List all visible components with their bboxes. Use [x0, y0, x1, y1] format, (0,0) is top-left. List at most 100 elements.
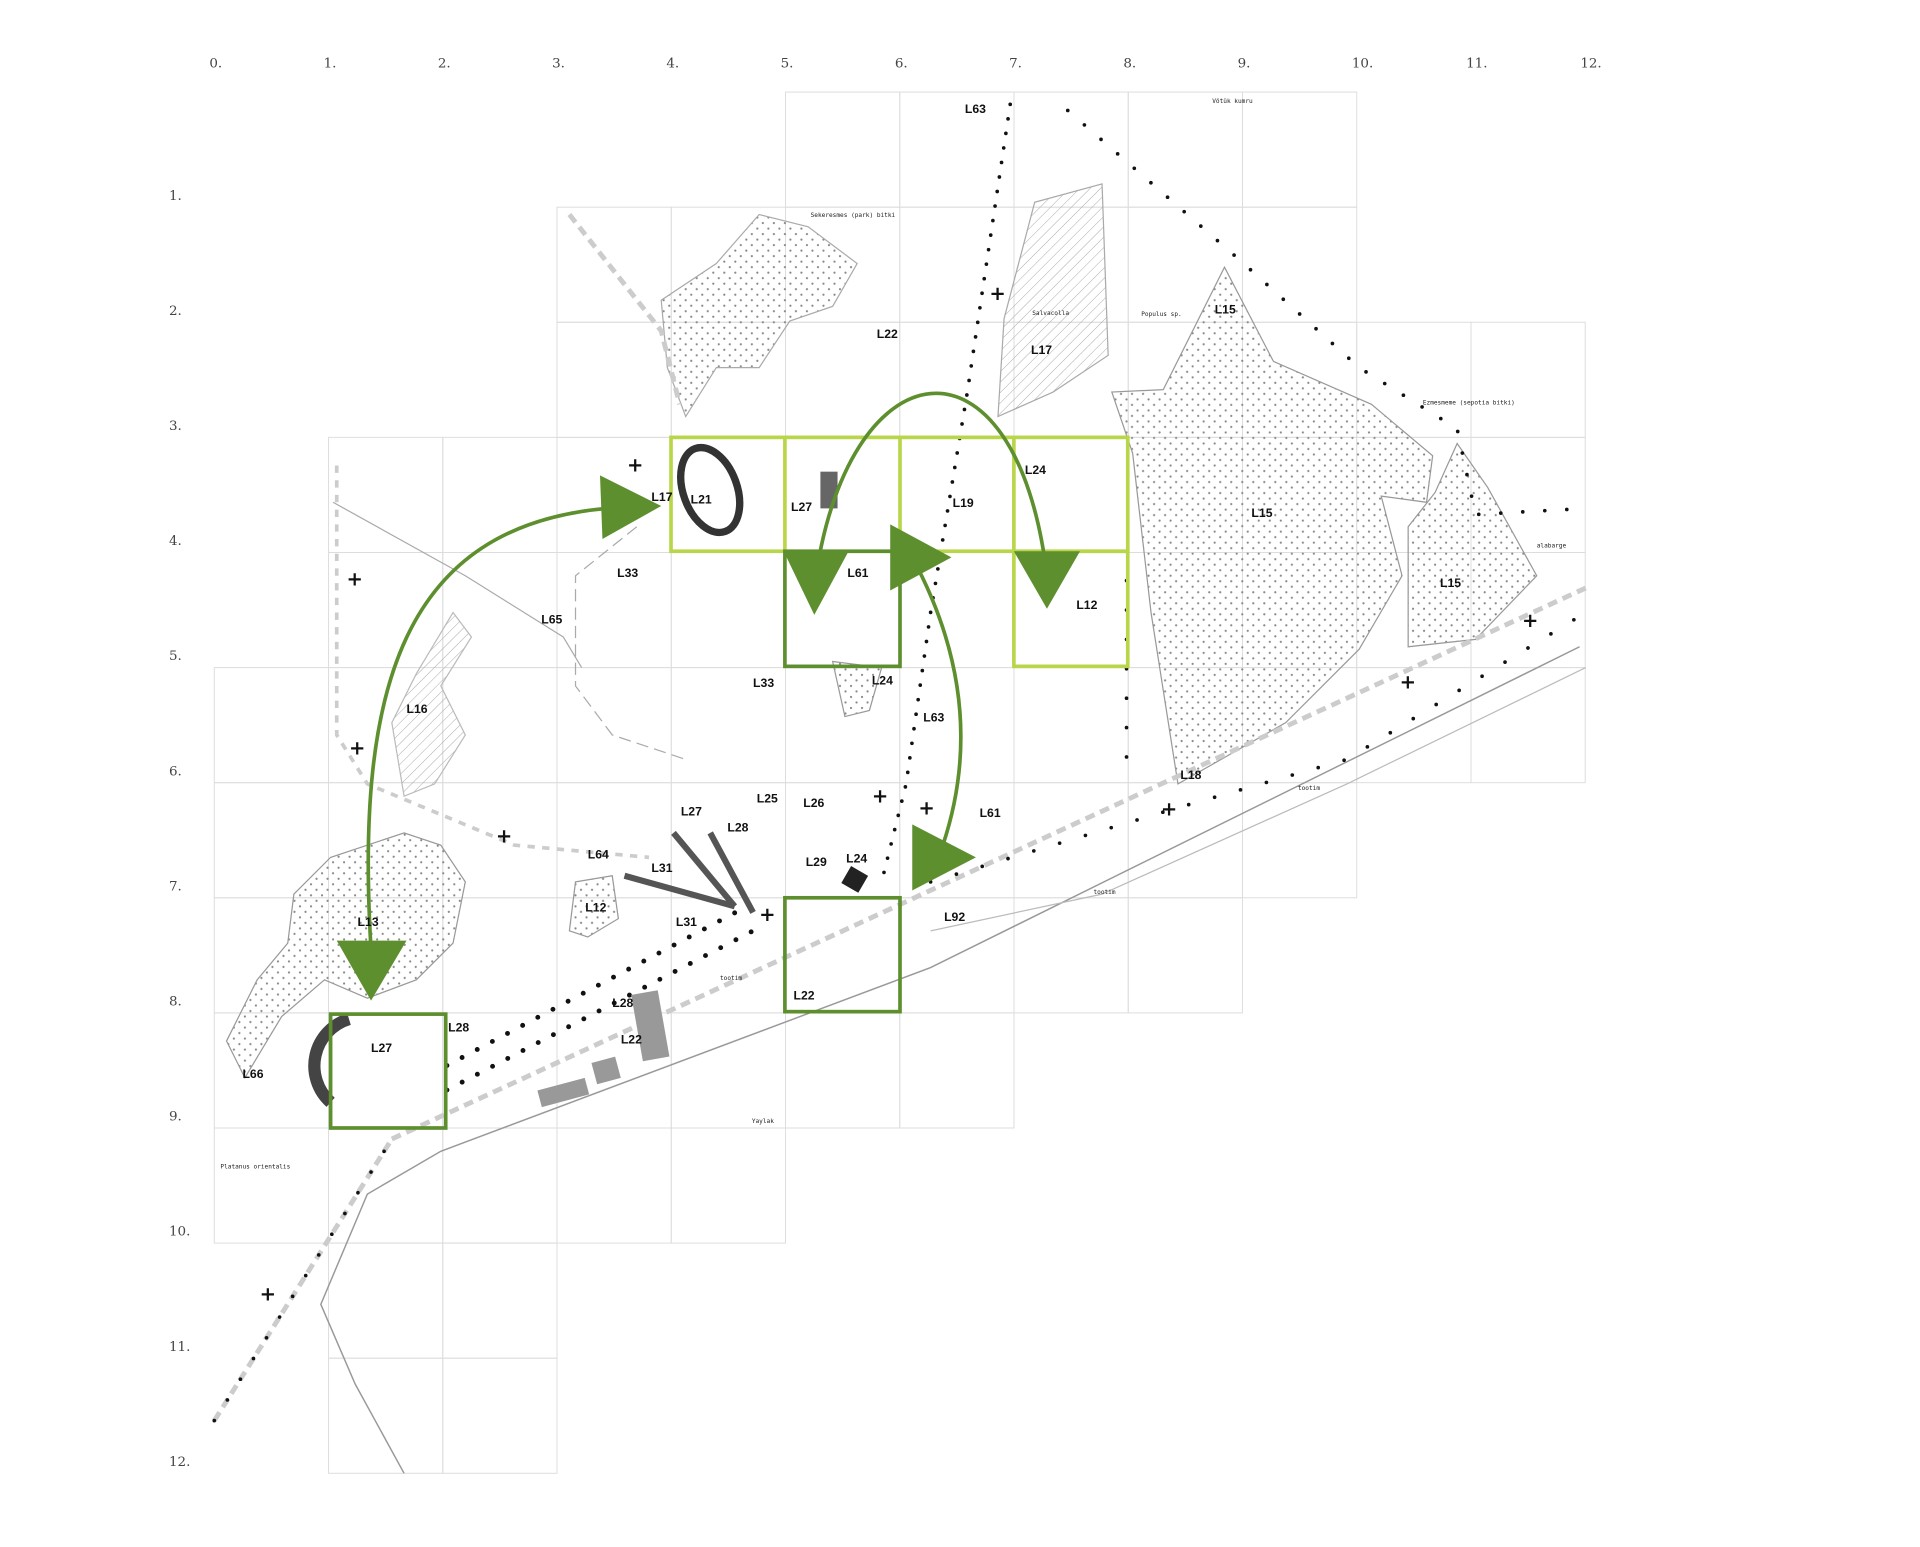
- grid-cell: [328, 1357, 444, 1474]
- railway-dashed-north: [567, 213, 682, 405]
- zone-label: L29: [806, 855, 827, 869]
- column-label: 5.: [781, 57, 794, 72]
- row-label: 12.: [169, 1455, 190, 1470]
- place-note: Ezmesmeme (sepotia bitki): [1423, 399, 1515, 406]
- row-axis: 1.2.3.4.5.6.7.8.9.10.11.12.: [169, 189, 190, 1470]
- column-label: 7.: [1009, 57, 1022, 72]
- grid-cell: [213, 1127, 330, 1244]
- column-label: 8.: [1123, 57, 1136, 72]
- railway-dashed: [390, 585, 1587, 1142]
- zone-label: L24: [1025, 463, 1046, 477]
- column-label: 0.: [209, 57, 222, 72]
- zone-label: L19: [953, 496, 974, 510]
- svg-text:+: +: [1522, 609, 1538, 632]
- svg-text:+: +: [1161, 798, 1177, 821]
- dotted-area-l24: [831, 660, 883, 718]
- column-label: 3.: [552, 57, 565, 72]
- forest-area-l15: [1110, 265, 1434, 785]
- svg-text:+: +: [627, 454, 643, 477]
- svg-text:+: +: [989, 282, 1005, 305]
- zone-label: L27: [681, 805, 702, 819]
- stadium: [677, 443, 744, 537]
- zone-label: L15: [1251, 506, 1272, 520]
- column-axis: 0.1.2.3.4.5.6.7.8.9.10.11.12.: [209, 57, 1601, 72]
- grid-cell: [899, 321, 1015, 438]
- zone-label: L28: [612, 996, 633, 1010]
- road: [332, 501, 583, 668]
- zone-label: L13: [358, 915, 379, 929]
- column-label: 9.: [1238, 57, 1251, 72]
- grid-cell: [1127, 91, 1243, 208]
- railway-dashed: [212, 1137, 394, 1422]
- grid-cell: [670, 1012, 787, 1129]
- place-note: Platanus orientalis: [220, 1163, 290, 1170]
- zone-label: L61: [847, 566, 868, 580]
- dotted-area-north: [660, 213, 858, 418]
- buildings: [537, 471, 869, 1108]
- grid-cell: [1127, 897, 1243, 1014]
- zone-label: L31: [676, 915, 697, 929]
- svg-text:+: +: [1400, 670, 1416, 693]
- street-network: [623, 830, 756, 914]
- column-label: 10.: [1352, 57, 1373, 72]
- svg-text:+: +: [872, 784, 888, 807]
- zone-label: L17: [1031, 343, 1052, 357]
- place-note: Populus sp.: [1141, 311, 1181, 318]
- grid-cell: [328, 436, 444, 553]
- grid-cell: [328, 1012, 444, 1129]
- svg-text:+: +: [759, 903, 775, 926]
- zone-label: L21: [691, 493, 712, 507]
- row-label: 8.: [169, 995, 182, 1010]
- zone-label: L22: [621, 1032, 642, 1046]
- grid-cell: [442, 897, 558, 1014]
- place-note: Salvacolla: [1032, 310, 1069, 317]
- row-label: 6.: [169, 764, 182, 779]
- zone-label: L31: [651, 861, 672, 875]
- zone-label: L28: [727, 821, 748, 835]
- svg-text:+: +: [260, 1283, 276, 1306]
- zone-label: L65: [541, 613, 562, 627]
- zone-label: L33: [617, 566, 638, 580]
- arrow-down-icon: [783, 551, 849, 615]
- grid-cell: [670, 551, 787, 669]
- zone-label: L22: [877, 327, 898, 341]
- grid-cell: [556, 1127, 672, 1244]
- arrow-right-icon: [600, 475, 662, 540]
- hatched-area-l17: [997, 183, 1109, 418]
- zone-label: L16: [407, 702, 428, 716]
- row-label: 11.: [169, 1340, 190, 1355]
- grid-cell: [1242, 91, 1358, 208]
- road-dashed: [574, 526, 686, 760]
- zone-label: L64: [588, 848, 609, 862]
- grid-cell: [556, 321, 672, 438]
- grid-cell: [442, 1357, 558, 1474]
- grid-cell: [1242, 782, 1358, 899]
- row-label: 4.: [169, 534, 182, 549]
- zone-label: L15: [1215, 303, 1236, 317]
- zone-label: L66: [242, 1067, 263, 1081]
- hatched-area-l16: [391, 611, 473, 798]
- place-note: Sekeresmes (park) bitki: [811, 212, 896, 219]
- zone-label: L18: [1180, 768, 1201, 782]
- grid-cell: [1470, 321, 1586, 438]
- grid-cell: [1127, 782, 1243, 899]
- arrow-down-icon: [336, 940, 407, 1001]
- zone-label: L27: [791, 500, 812, 514]
- place-note: tootim: [1093, 889, 1115, 896]
- place-notes: Vötük kumru Sekeresmes (park) bitki Salv…: [220, 98, 1566, 1170]
- row-label: 3.: [169, 419, 182, 434]
- grid-cell: [899, 1012, 1015, 1129]
- connection-arrows: [366, 391, 1049, 950]
- row-label: 7.: [169, 879, 182, 894]
- forest-area-l15-east: [1407, 442, 1538, 648]
- grid-cell: [213, 667, 330, 784]
- zone-label: L63: [923, 710, 944, 724]
- coastline-inner: [930, 667, 1586, 932]
- svg-text:+: +: [347, 568, 363, 591]
- grid-cell: [442, 436, 558, 553]
- row-label: 5.: [169, 649, 182, 664]
- zone-label: L61: [980, 806, 1001, 820]
- arrow-right-icon: [890, 524, 952, 591]
- grid-cell: [670, 1127, 787, 1244]
